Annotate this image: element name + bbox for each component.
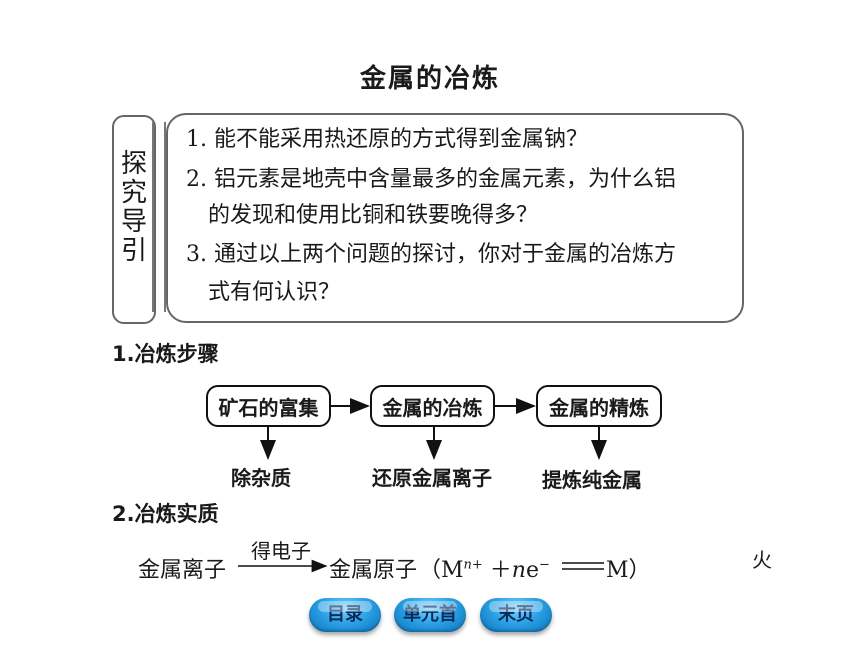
nav-toc-button[interactable]: 目录 xyxy=(309,598,381,632)
question-2-line-2: 的发现和使用比铜和铁要晚得多？ xyxy=(208,203,539,228)
outcome-reduce-ions: 还原金属离子 xyxy=(372,466,492,490)
question-1-line-1: 1. 能不能采用热还原的方式得到金属钠？ xyxy=(186,127,588,152)
metal-atom-label: 金属原子 xyxy=(329,558,418,583)
guide-tab-char: 究 xyxy=(120,178,147,208)
tab-connector xyxy=(152,122,166,312)
flow-step-enrich: 矿石的富集 xyxy=(206,385,331,427)
question-2-line-1: 2. 铝元素是地壳中含量最多的金属元素，为什么铝 xyxy=(186,167,676,192)
question-3-line-1: 3. 通过以上两个问题的探讨，你对于金属的冶炼方 xyxy=(186,242,676,267)
formula-result: M） xyxy=(606,558,651,583)
outcome-remove-impurities: 除杂质 xyxy=(231,466,291,490)
section-1-heading: 1.冶炼步骤 xyxy=(112,342,219,366)
metal-ion-label: 金属离子 xyxy=(138,558,227,583)
flow-step-smelt: 金属的冶炼 xyxy=(370,385,495,427)
reaction-formula: （Mn+ ＋ne− xyxy=(419,552,550,584)
nav-last-page-button[interactable]: 末页 xyxy=(480,598,552,632)
stray-char: 火 xyxy=(752,548,772,572)
flow-step-refine: 金属的精炼 xyxy=(536,385,662,427)
guide-panel xyxy=(166,113,744,323)
formula-e: e xyxy=(525,558,539,583)
outcome-pure-metal: 提炼纯金属 xyxy=(542,468,642,492)
page-title: 金属的冶炼 xyxy=(359,64,500,94)
guide-tab-char: 引 xyxy=(120,236,147,266)
guide-tab-label: 探 究 导 引 xyxy=(114,150,154,266)
formula-charge: n+ xyxy=(463,557,483,573)
formula-plus: ＋ xyxy=(482,558,512,583)
formula-open: （M xyxy=(419,558,464,583)
section-2-heading: 2.冶炼实质 xyxy=(112,502,219,526)
nav-unit-first-button[interactable]: 单元首 xyxy=(394,598,466,632)
formula-electron-charge: − xyxy=(539,557,550,573)
question-3-line-2: 式有何认识？ xyxy=(208,280,341,305)
guide-tab-char: 探 xyxy=(120,149,147,179)
guide-tab xyxy=(112,115,156,324)
guide-tab-char: 导 xyxy=(120,207,147,237)
formula-n: n xyxy=(511,558,526,583)
gain-electrons-label: 得电子 xyxy=(251,539,311,563)
